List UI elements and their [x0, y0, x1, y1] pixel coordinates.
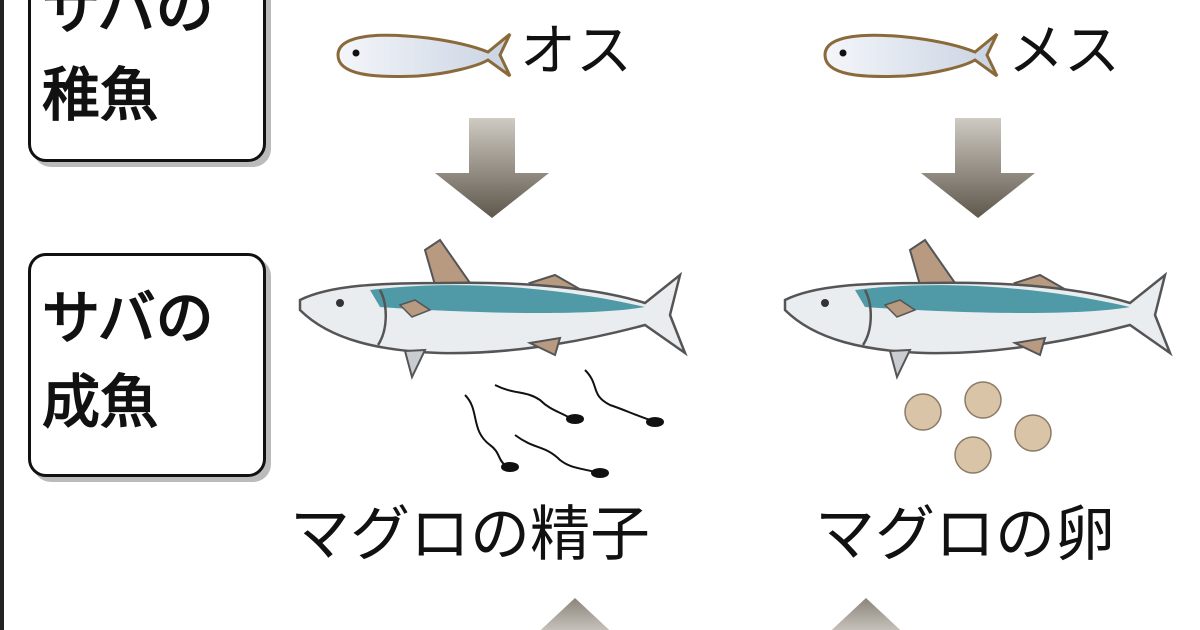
- sperm-icon: [464, 369, 664, 478]
- up-arrow-left-icon: [540, 598, 610, 630]
- adult-female-mackerel-icon: [783, 238, 1172, 379]
- male-label: オス: [520, 19, 632, 84]
- frame-edge: [0, 0, 4, 630]
- egg-icons: [904, 381, 1052, 474]
- adult-label-line2: 成魚: [42, 368, 159, 436]
- tuna-egg-label: マグロの卵: [815, 500, 1115, 570]
- tuna-sperm-label: マグロの精子: [290, 500, 650, 570]
- juvenile-label-box: [28, 0, 266, 162]
- juvenile-male-fish-icon: [336, 32, 512, 79]
- female-label: メス: [1008, 19, 1120, 84]
- juvenile-label-line2: 稚魚: [42, 61, 159, 129]
- juvenile-female-fish-icon: [823, 32, 999, 79]
- down-arrow-male-icon: [435, 118, 549, 218]
- adult-male-mackerel-icon: [298, 238, 687, 379]
- adult-label-box: [28, 253, 266, 477]
- adult-label-line1: サバの: [42, 284, 214, 352]
- up-arrow-right-icon: [831, 598, 901, 630]
- down-arrow-female-icon: [921, 118, 1035, 218]
- juvenile-label-line1: サバの: [42, 0, 214, 42]
